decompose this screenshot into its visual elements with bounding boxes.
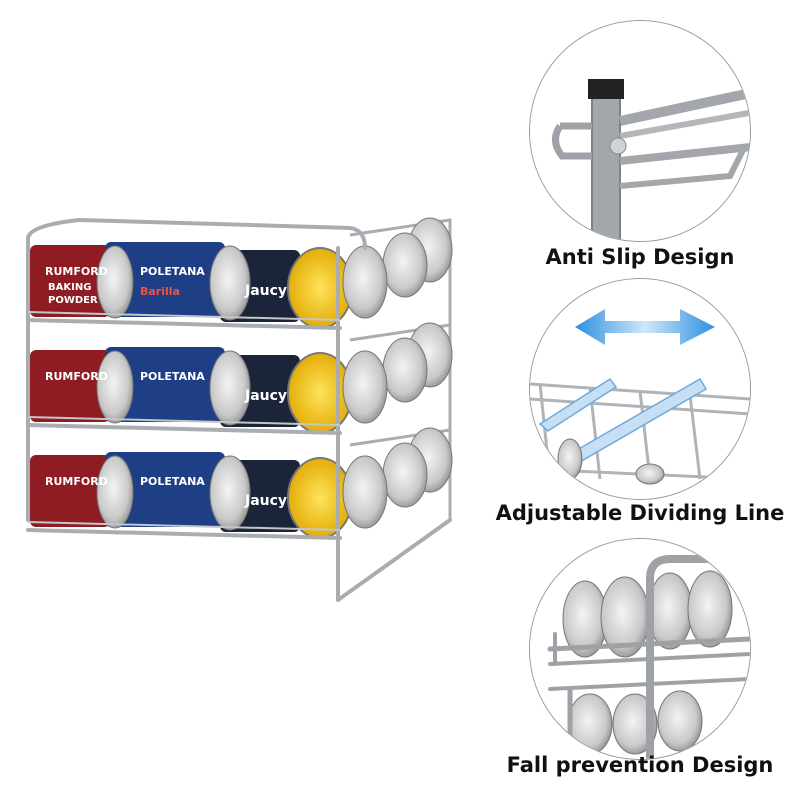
caption-anti-slip: Anti Slip Design [545,245,735,269]
feature-adjustable-divider: Adjustable Dividing Line [496,278,784,525]
anti-slip-detail-image [529,20,751,242]
caption-fall-prevention: Fall prevention Design [506,753,774,777]
caption-adjustable-divider: Adjustable Dividing Line [495,501,785,525]
can-label-brand-3-t2: Jaucy [244,388,287,404]
can-label-brand-3-t3: Jaucy [244,493,287,509]
rail-icon [530,539,750,759]
can-label-brand-1-t3: RUMFORD [45,475,108,488]
can-label-brand-2: Barilla [140,285,180,298]
can-label-product-2-t2: POLETANA [140,370,205,383]
can-label-brand-1-t2: RUMFORD [45,370,108,383]
double-arrow-icon [530,279,750,499]
feature-anti-slip: Anti Slip Design [525,20,755,269]
fall-prevention-detail-image [529,538,751,760]
can-label-brand-1-line2: BAKING [48,282,91,293]
can-label-product-2-t3: POLETANA [140,475,205,488]
divider-detail-image [529,278,751,500]
feature-fall-prevention: Fall prevention Design [507,538,773,777]
anti-slip-foot-icon [530,21,750,241]
can-label-brand-3: Jaucy [244,283,287,299]
can-label-product-2: POLETANA [140,265,205,278]
can-label-brand-1: RUMFORD [45,265,108,278]
can-label-brand-1-line3: POWDER [48,295,98,306]
can-rack-photo: RUMFORD BAKING POWDER POLETANA Barilla J… [26,217,453,602]
